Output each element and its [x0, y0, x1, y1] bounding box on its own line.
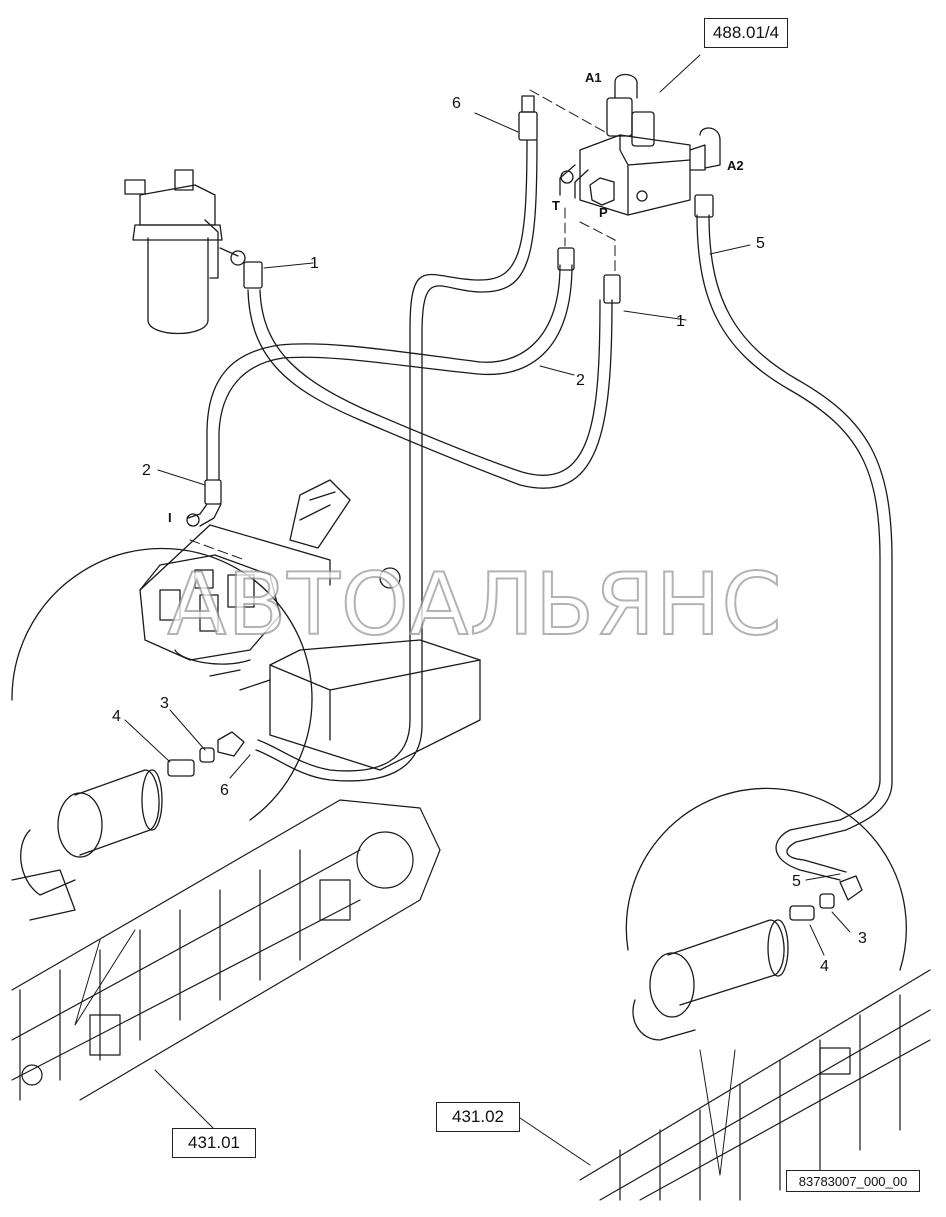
leader-lines [74, 54, 851, 1176]
callout-hose-1-filter: 1 [310, 255, 319, 272]
pump-assembly [139, 479, 481, 771]
left-track [11, 799, 441, 1101]
left-motor-detail [11, 731, 245, 921]
drawing-id-label: 83783007_000_00 [786, 1170, 920, 1192]
callout-hose-6-motor: 6 [220, 782, 229, 799]
right-motor-detail [632, 875, 863, 1041]
callout-hose-6-top: 6 [452, 95, 461, 112]
valve-block-ref-box[interactable]: 488.01/4 [704, 18, 788, 48]
callout-fitting-4-left: 4 [112, 708, 121, 725]
callout-hose-1-block: 1 [676, 313, 685, 330]
port-a1-label: A1 [585, 70, 602, 85]
callout-fitting-3-left: 3 [160, 695, 169, 712]
callout-hose-5: 5 [756, 235, 765, 252]
hose-2 [186, 247, 575, 527]
callout-hose-5-right: 5 [792, 873, 801, 890]
hose-5 [694, 194, 893, 881]
dash-lines [189, 89, 616, 561]
detail-circle-left [11, 547, 313, 821]
port-a2-label: A2 [727, 158, 744, 173]
callout-hose-2-left: 2 [142, 462, 151, 479]
detail-circle-right [625, 787, 907, 971]
hose-6 [255, 95, 538, 782]
port-i-label: I [168, 510, 172, 525]
hose-1 [243, 261, 621, 489]
left-track-ref-box[interactable]: 431.01 [172, 1128, 256, 1158]
filter-assembly [124, 169, 246, 335]
right-track-ref-box[interactable]: 431.02 [436, 1102, 520, 1132]
callout-hose-2-upper: 2 [576, 372, 585, 389]
callout-fitting-3-right: 3 [858, 930, 867, 947]
port-t-label: T [552, 198, 560, 213]
valve-block [559, 73, 721, 216]
port-p-label: P [599, 205, 608, 220]
right-track [579, 969, 931, 1201]
callout-fitting-4-right: 4 [820, 958, 829, 975]
